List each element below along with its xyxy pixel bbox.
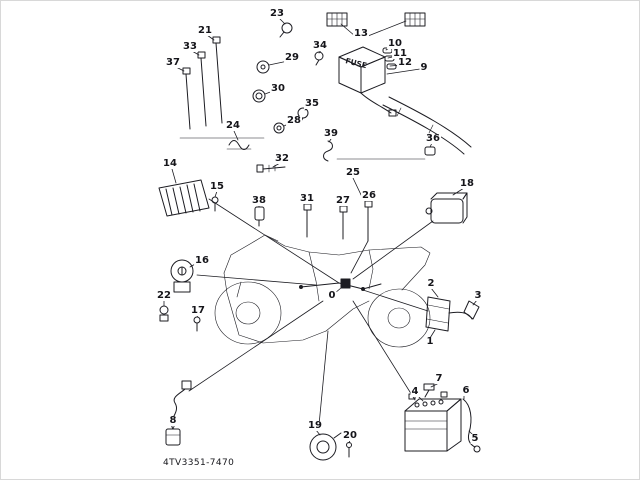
sensor-8-drawing bbox=[165, 380, 192, 446]
wire-harness-drawing bbox=[299, 278, 382, 294]
regulator-drawing bbox=[158, 168, 219, 217]
grommets-drawing bbox=[252, 49, 324, 134]
clip-24-drawing bbox=[226, 130, 252, 150]
diagram-code: 4TV3351-7470 bbox=[163, 458, 235, 468]
fuse-box-drawing: FUSE bbox=[338, 45, 421, 117]
battery-drawing bbox=[404, 382, 481, 453]
horn-19-drawing bbox=[309, 429, 352, 461]
connector-pair-drawing bbox=[326, 12, 426, 37]
frame-tube-drawing bbox=[382, 96, 472, 156]
screw-32-drawing bbox=[256, 162, 286, 173]
diode-38-drawing bbox=[254, 204, 265, 227]
hook-39-drawing bbox=[323, 138, 333, 162]
leader-lines bbox=[188, 198, 434, 426]
main-switch-drawing bbox=[159, 259, 201, 332]
cable-ties-middle-drawing bbox=[303, 158, 426, 242]
fuse-box-label: FUSE bbox=[345, 56, 368, 70]
ignition-coil-drawing bbox=[425, 287, 480, 339]
cable-ties-left-drawing bbox=[175, 34, 265, 139]
clip-23-drawing bbox=[279, 18, 293, 38]
motorcycle-outline-drawing bbox=[214, 234, 431, 348]
relay-18-drawing bbox=[425, 187, 468, 224]
